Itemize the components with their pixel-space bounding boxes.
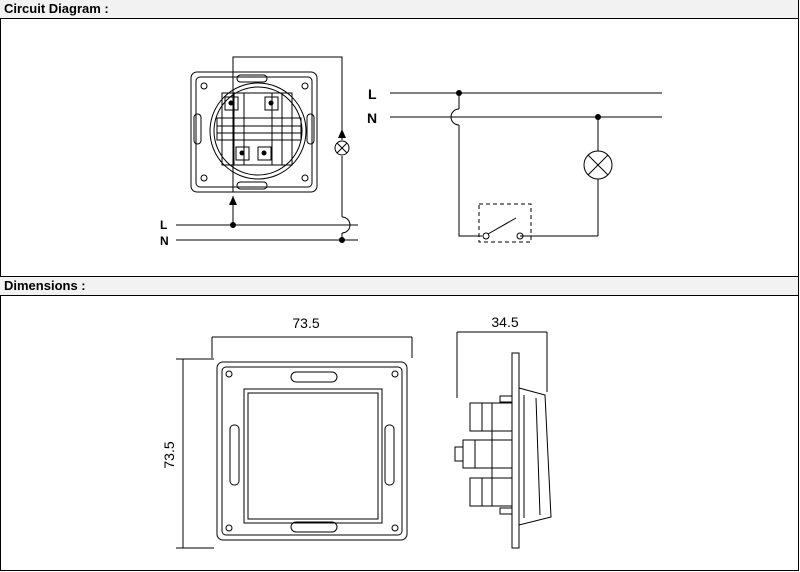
circuit-diagram-header: Circuit Diagram : xyxy=(0,0,798,19)
circuit-diagram-title: Circuit Diagram : xyxy=(4,1,109,16)
side-depth-dimension xyxy=(456,331,548,398)
front-view xyxy=(216,361,408,541)
front-height-label: 73.5 xyxy=(161,441,177,468)
switch-box xyxy=(478,203,532,243)
switch-wiring xyxy=(176,56,358,241)
dimensions-header: Dimensions : xyxy=(0,276,798,296)
neutral-label-left: N xyxy=(160,234,169,248)
lamp-icon xyxy=(334,140,350,156)
live-label-left: L xyxy=(160,218,167,232)
live-label-right: L xyxy=(368,86,377,102)
front-width-label: 73.5 xyxy=(292,315,319,331)
front-width-dimension xyxy=(211,336,413,358)
neutral-label-right: N xyxy=(367,110,377,126)
schematic xyxy=(390,92,662,243)
front-height-dimension xyxy=(176,358,214,549)
switch-mechanism-front xyxy=(190,71,318,193)
dimensions-title: Dimensions : xyxy=(4,278,86,293)
side-view xyxy=(454,352,552,549)
lamp-icon xyxy=(583,150,613,180)
arrow-up-icon xyxy=(229,196,237,205)
side-depth-label: 34.5 xyxy=(491,314,518,330)
arrow-up-icon xyxy=(338,129,346,138)
